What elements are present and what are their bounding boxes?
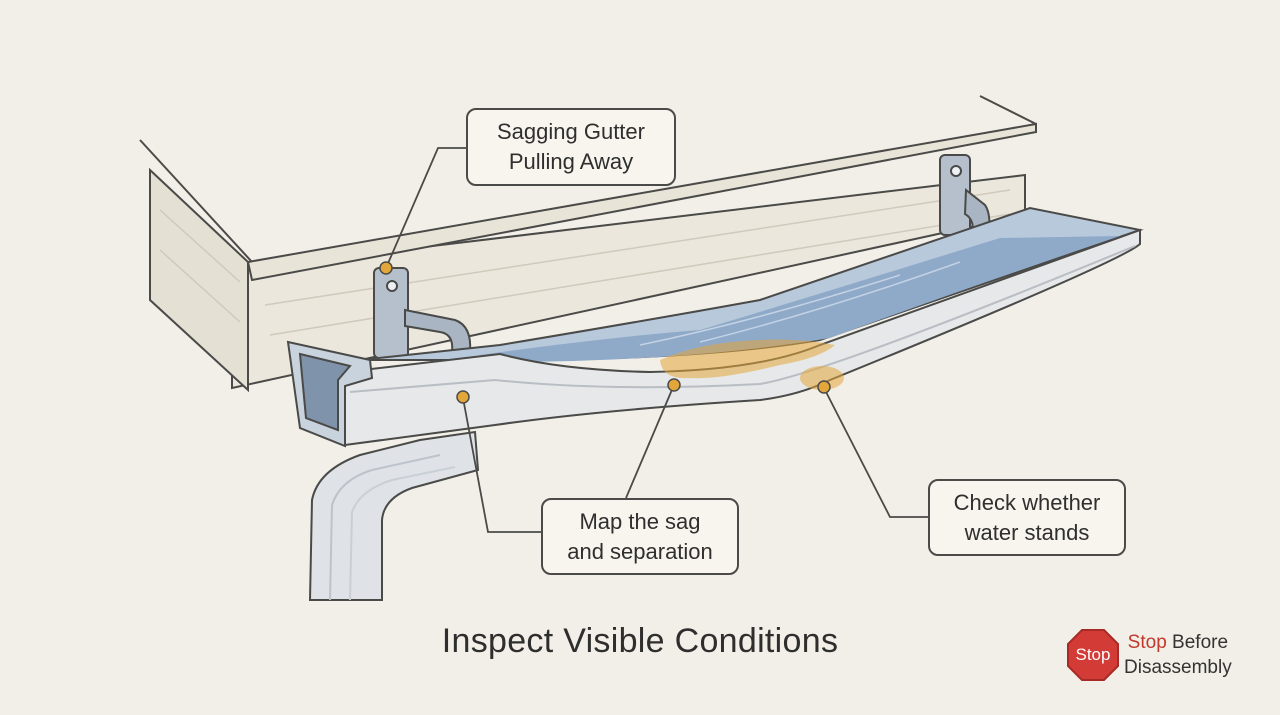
stop-caption-accent: Stop: [1127, 632, 1167, 653]
stop-sign-icon: Stop: [1066, 628, 1120, 682]
problem-highlights: [660, 339, 844, 390]
page-title: Inspect Visible Conditions: [441, 622, 839, 660]
leader-water: [823, 387, 928, 518]
callout-map-line2: and separation: [567, 538, 713, 564]
callout-map-line1: Map the sag: [579, 508, 701, 534]
marker-gutter-face: [456, 390, 470, 404]
stop-before-disassembly-note: Stop Before Disassembly: [1124, 630, 1232, 680]
marker-standing-water: [817, 380, 831, 394]
leader-map-right: [625, 384, 675, 499]
stop-caption-line2: Disassembly: [1124, 657, 1232, 678]
callout-sagging-line2: Pulling Away: [508, 149, 634, 174]
callout-leaders: [385, 147, 928, 533]
roof-eave: [139, 95, 1037, 393]
leader-sagging: [385, 147, 466, 269]
callout-sagging-line1: Sagging Gutter: [497, 119, 645, 144]
callout-map-sag: Map the sag and separation: [541, 498, 739, 575]
leader-map-left: [462, 397, 541, 533]
callout-water-line1: Check whether: [953, 489, 1101, 515]
callout-water-line2: water stands: [964, 519, 1090, 545]
callout-standing-water: Check whether water stands: [928, 479, 1126, 556]
stop-sign-label: Stop: [1075, 645, 1111, 664]
marker-sag: [667, 378, 681, 392]
gutter-trough: [286, 206, 1144, 448]
left-hanger-bracket: [373, 267, 472, 359]
callout-sagging-gutter: Sagging Gutter Pulling Away: [466, 108, 676, 186]
downspout: [308, 430, 480, 601]
callout-markers: [379, 261, 831, 404]
marker-bracket: [379, 261, 393, 275]
stop-caption-rest: Before: [1172, 632, 1229, 653]
